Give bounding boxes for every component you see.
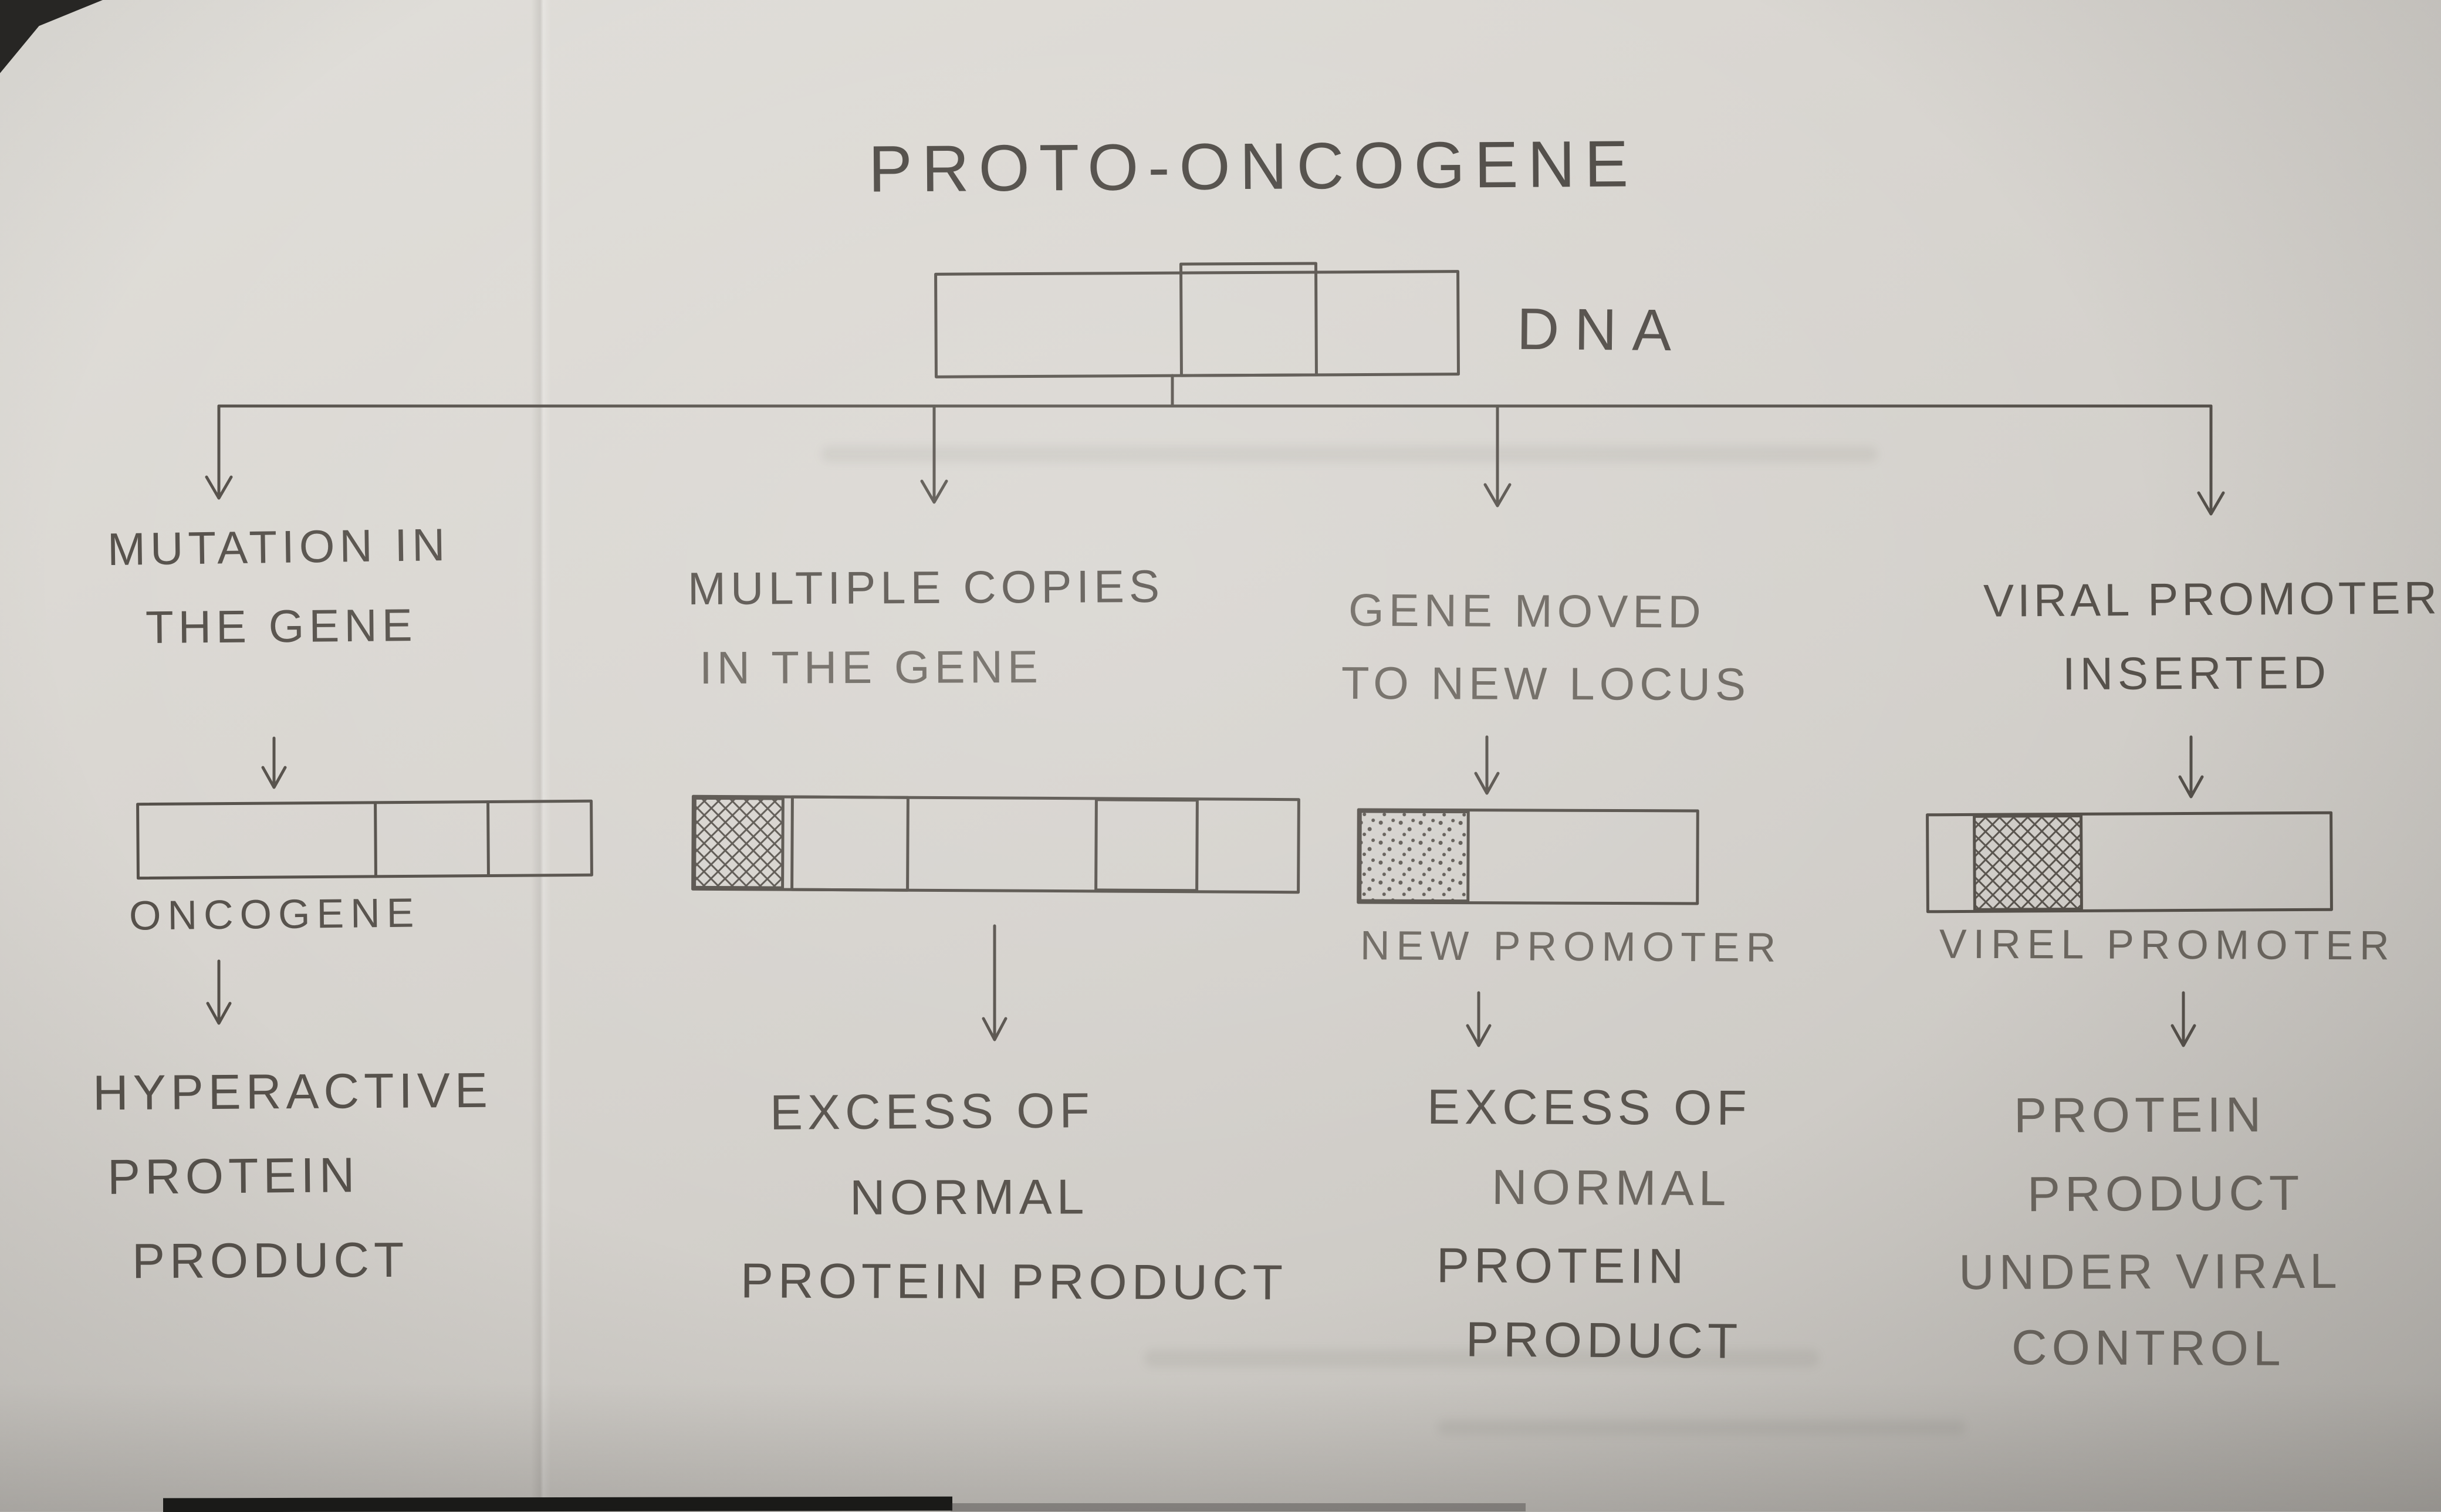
copy-segment-2 xyxy=(1094,798,1199,892)
oncogene-label: ONCOGENE xyxy=(129,889,421,939)
oncogene-box-outline xyxy=(136,799,593,880)
viral-promoter-segment-crosshatch xyxy=(1973,814,2083,911)
branch3-result-line2: NORMAL xyxy=(1491,1159,1731,1216)
dna-box-middle-segment xyxy=(1179,262,1318,377)
new-promoter-segment-stipple xyxy=(1358,810,1470,903)
branch1-result-line1: HYPERACTIVE xyxy=(92,1062,493,1121)
branch3-cause-line1: GENE MOVED xyxy=(1348,584,1706,638)
arrow-from-multiple-copies-box xyxy=(982,924,1007,1041)
arrow-from-new-promoter xyxy=(1466,991,1492,1047)
branch4-result-line4: CONTROL xyxy=(2011,1320,2286,1376)
branch2-result-line3: PROTEIN PRODUCT xyxy=(740,1253,1288,1310)
dna-box-outline xyxy=(934,270,1460,378)
branch-arrow-new-locus xyxy=(1483,404,1512,508)
branch1-cause-line1: MUTATION IN xyxy=(107,518,450,576)
branch2-result-line2: NORMAL xyxy=(849,1169,1089,1225)
viral-box-outline xyxy=(1926,811,2333,914)
viral-promoter-gene-box xyxy=(1926,811,2333,914)
arrow-to-new-locus-box xyxy=(1474,735,1500,795)
virel-promoter-label: VIREL PROMOTER xyxy=(1939,921,2396,969)
branch4-cause-line2: INSERTED xyxy=(2062,646,2331,700)
branch4-cause-line1: VIRAL PROMOTER xyxy=(1983,571,2441,627)
dark-strip-bottom xyxy=(163,1496,952,1512)
branch1-result-line2: PROTEIN xyxy=(107,1147,360,1205)
branch4-result-line3: UNDER VIRAL xyxy=(1958,1243,2342,1300)
branch-arrow-viral-promoter xyxy=(2197,404,2225,516)
branch3-result-line4: PRODUCT xyxy=(1465,1311,1743,1369)
branch3-cause-line2: TO NEW LOCUS xyxy=(1341,657,1751,711)
branch4-result-line2: PRODUCT xyxy=(2027,1165,2304,1222)
multiple-copies-gene-box xyxy=(691,794,1300,894)
branch3-result-line1: EXCESS OF xyxy=(1426,1079,1752,1135)
branch-arrow-multiple-copies xyxy=(920,404,948,504)
arrow-from-virel-promoter xyxy=(2170,991,2196,1047)
oncogene-box-dividers xyxy=(374,800,490,878)
arrow-from-oncogene xyxy=(206,959,232,1025)
diagram-title: PROTO-ONCOGENE xyxy=(868,127,1638,206)
branch4-result-line1: PROTEIN xyxy=(2013,1087,2266,1143)
branch-connector xyxy=(205,374,2225,516)
multiple-copies-box-outline xyxy=(691,794,1300,894)
branch2-cause-line1: MULTIPLE COPIES xyxy=(687,560,1165,615)
new-locus-gene-box xyxy=(1357,808,1699,905)
branch1-cause-line2: THE GENE xyxy=(145,598,418,654)
branch-arrow-mutation xyxy=(205,404,233,500)
oncogene-gene-box xyxy=(136,799,593,880)
faint-strip-bottom xyxy=(951,1503,1526,1511)
arrow-to-viral-box xyxy=(2178,735,2204,799)
dna-gene-box xyxy=(934,262,1460,378)
branch3-result-line3: PROTEIN xyxy=(1436,1237,1689,1294)
mutated-segment-crosshatch xyxy=(693,796,785,889)
branch1-result-line3: PRODUCT xyxy=(131,1232,409,1289)
dna-label: DNA xyxy=(1516,296,1687,364)
branch2-result-line1: EXCESS OF xyxy=(769,1083,1095,1140)
copy-segment-1 xyxy=(790,795,910,892)
branch2-cause-line2: IN THE GENE xyxy=(699,640,1043,694)
new-locus-box-outline xyxy=(1357,808,1699,905)
arrow-to-oncogene-box xyxy=(261,736,287,789)
new-promoter-label: NEW PROMOTER xyxy=(1360,922,1783,970)
paper-fold-crease xyxy=(531,0,551,1511)
